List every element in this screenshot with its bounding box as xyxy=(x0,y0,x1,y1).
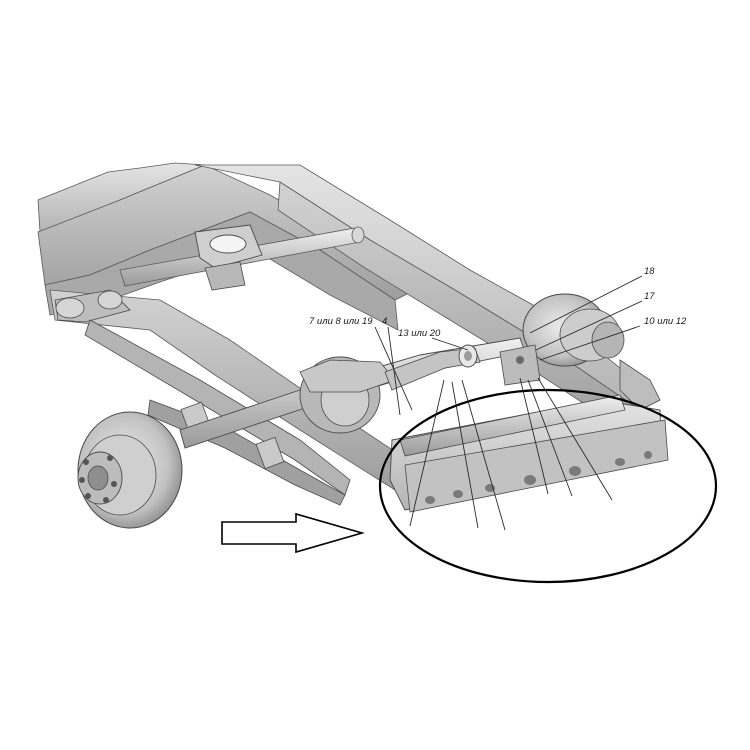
right-rear-wheel-hub xyxy=(522,293,661,411)
callout-13-or-20: 13 или 20 xyxy=(398,328,441,339)
propeller-shaft xyxy=(384,344,481,391)
left-rear-wheel-hub xyxy=(77,411,183,529)
leader-lines xyxy=(374,275,643,531)
crossmember-bracket xyxy=(499,344,541,386)
callout-4: 4 xyxy=(382,316,387,327)
highlight-ellipse xyxy=(378,388,718,584)
callout-17: 17 xyxy=(644,291,655,302)
rear-cross-member xyxy=(389,394,669,513)
callout-18: 18 xyxy=(644,266,655,277)
direction-arrow xyxy=(221,512,365,554)
callout-7-or-8-or-19: 7 или 8 или 19 xyxy=(309,316,373,327)
tow-bracket xyxy=(194,224,263,291)
callout-labels: 18 17 10 или 12 7 или 8 или 19 4 13 или … xyxy=(309,266,687,339)
callout-10-or-12: 10 или 12 xyxy=(644,316,687,327)
left-front-spring xyxy=(54,289,131,323)
